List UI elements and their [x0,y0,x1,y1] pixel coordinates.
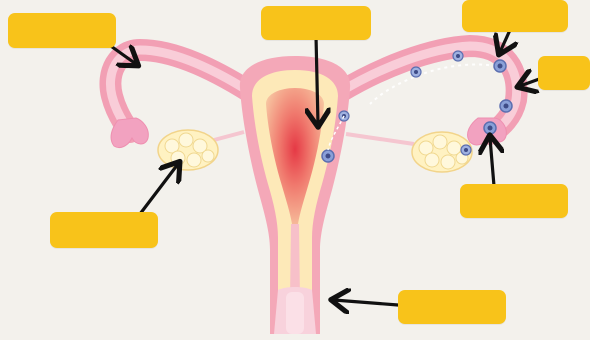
arrow-bottom [334,300,398,305]
arrow-lower-right [490,138,494,186]
right-ovary [346,132,472,172]
label-top-right[interactable] [462,0,568,32]
arrow-top-center [316,36,318,124]
label-right[interactable] [538,56,590,90]
uterus [240,56,350,334]
label-lower-right[interactable] [460,184,568,218]
label-bottom[interactable] [398,290,506,324]
left-ovary [158,130,244,170]
label-top-center[interactable] [261,6,371,40]
label-top-left[interactable] [8,13,116,48]
label-left[interactable] [50,212,158,248]
arrow-left [140,164,178,214]
